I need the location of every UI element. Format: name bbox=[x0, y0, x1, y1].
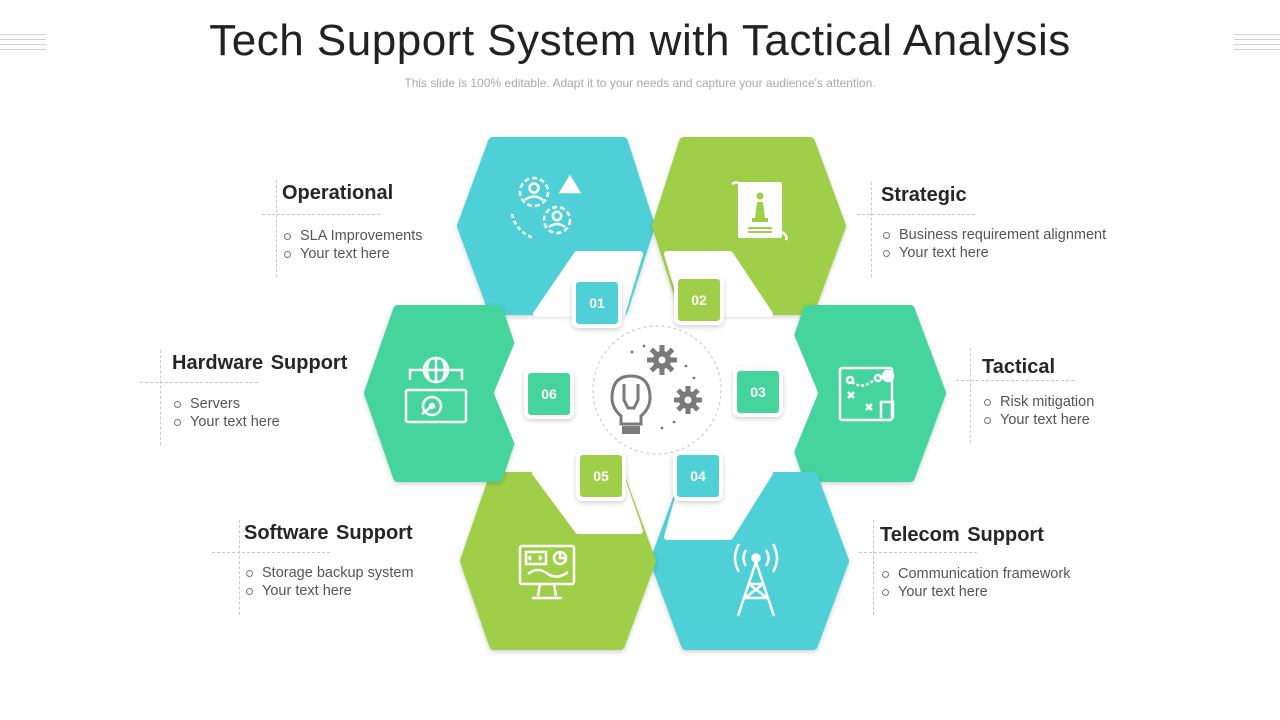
segment-title: Tactical bbox=[982, 356, 1055, 378]
list-item: Your text here bbox=[881, 244, 1106, 262]
corner-decoration-left bbox=[0, 34, 46, 52]
segment-title: Operational bbox=[282, 182, 394, 204]
list-item: Servers bbox=[172, 395, 280, 413]
segment-title: Telecom Support bbox=[880, 524, 1044, 546]
badge-01: 01 bbox=[572, 278, 622, 328]
bullet-list: Risk mitigation Your text here bbox=[982, 393, 1094, 429]
list-item: Communication framework bbox=[880, 565, 1070, 583]
list-item: Your text here bbox=[282, 245, 423, 263]
list-item: Your text here bbox=[880, 583, 1070, 601]
segment-title: Strategic bbox=[881, 184, 967, 206]
bullet-list: Business requirement alignment Your text… bbox=[881, 226, 1106, 262]
center-hub bbox=[592, 325, 722, 455]
list-item: Business requirement alignment bbox=[881, 226, 1106, 244]
hexagon-segment-06[interactable] bbox=[364, 305, 575, 482]
badge-02: 02 bbox=[674, 275, 724, 325]
chess-document-icon bbox=[731, 181, 788, 241]
list-item: SLA Improvements bbox=[282, 227, 423, 245]
corner-decoration-right bbox=[1234, 34, 1280, 52]
bullet-list: Storage backup system Your text here bbox=[244, 564, 414, 600]
antenna-tower-icon bbox=[733, 543, 779, 617]
page-title: Tech Support System with Tactical Analys… bbox=[209, 16, 1071, 65]
list-item: Storage backup system bbox=[244, 564, 414, 582]
list-item: Your text here bbox=[172, 413, 280, 431]
badge-06: 06 bbox=[524, 369, 574, 419]
badge-number: 01 bbox=[589, 295, 605, 311]
bullet-list: Servers Your text here bbox=[172, 395, 280, 431]
badge-number: 04 bbox=[690, 468, 706, 484]
segment-title: Software Support bbox=[244, 522, 413, 544]
gears-people-warning-icon bbox=[510, 174, 582, 240]
lightbulb-wrench-gears-icon bbox=[610, 344, 702, 434]
badge-number: 06 bbox=[541, 386, 557, 402]
badge-number: 03 bbox=[750, 384, 766, 400]
badge-03: 03 bbox=[733, 367, 783, 417]
list-item: Your text here bbox=[982, 411, 1094, 429]
segment-title: Hardware Support bbox=[172, 352, 348, 374]
badge-number: 02 bbox=[691, 292, 707, 308]
bullet-list: Communication framework Your text here bbox=[880, 565, 1070, 601]
badge-number: 05 bbox=[593, 468, 609, 484]
badge-05: 05 bbox=[576, 451, 626, 501]
bullet-list: SLA Improvements Your text here bbox=[282, 227, 423, 263]
badge-04: 04 bbox=[673, 451, 723, 501]
globe-hard-drive-icon bbox=[404, 356, 468, 424]
monitor-code-icon bbox=[518, 544, 576, 600]
strategy-board-icon bbox=[838, 366, 895, 422]
list-item: Your text here bbox=[244, 582, 414, 600]
list-item: Risk mitigation bbox=[982, 393, 1094, 411]
page-subtitle: This slide is 100% editable. Adapt it to… bbox=[404, 76, 876, 90]
